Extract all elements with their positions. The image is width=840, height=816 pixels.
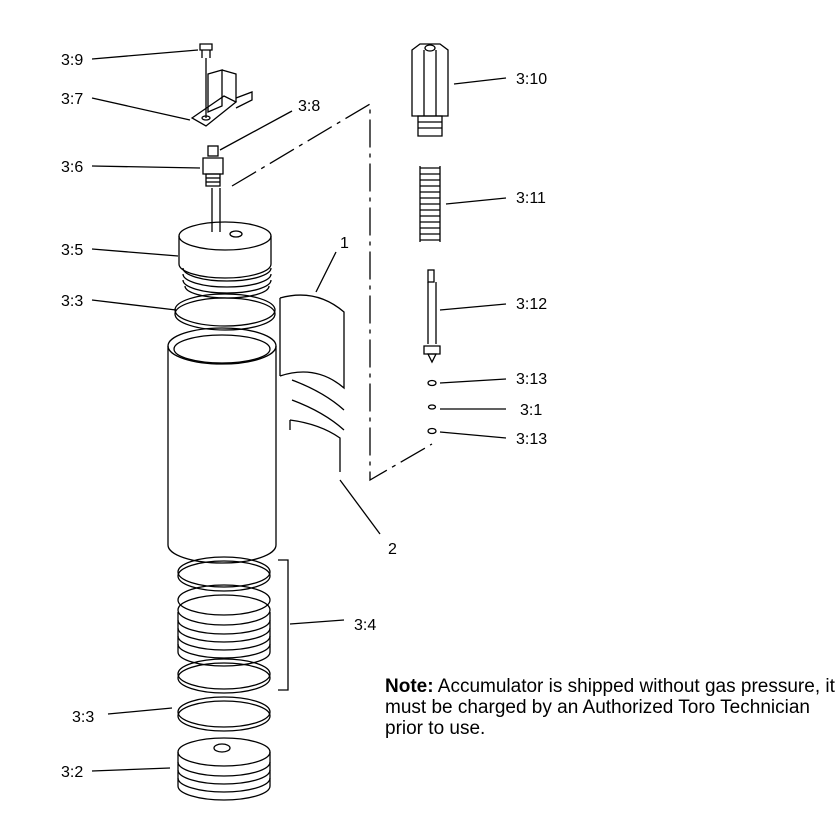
label-3-9: 3:9 [61,52,83,69]
label-1: 1 [340,235,349,252]
part-valve-3-6 [202,145,224,187]
label-3-3-bottom: 3:3 [72,709,94,726]
label-3-1: 3:1 [520,402,542,419]
part-base-3-2 [177,737,271,801]
label-3-10: 3:10 [516,71,547,88]
assembly-line [231,102,433,482]
part-sleeve-1 [279,294,345,431]
part-washer-3-13-a [427,379,437,387]
label-3-3-top: 3:3 [61,293,83,310]
shipping-note: Note: Accumulator is shipped without gas… [385,676,835,739]
label-3-8: 3:8 [298,98,320,115]
label-3-6: 3:6 [61,159,83,176]
part-seal-3-1 [427,404,437,410]
note-text: Accumulator is shipped without gas press… [385,676,835,739]
label-3-13-b: 3:13 [516,431,547,448]
leader-lines [91,49,507,772]
part-cap-3-5 [178,221,272,299]
label-3-5: 3:5 [61,242,83,259]
note-heading: Note: [385,676,434,697]
part-pin-3-12 [423,269,441,364]
part-screw-3-9 [199,43,213,118]
part-sleeve-2 [289,419,341,472]
part-oring-3-3-bottom [177,696,271,732]
part-spring-3-11 [419,166,441,242]
label-3-11: 3:11 [516,190,546,207]
label-3-12: 3:12 [516,296,547,313]
label-3-13-a: 3:13 [516,371,547,388]
label-3-4: 3:4 [354,617,376,634]
label-3-2: 3:2 [61,764,83,781]
label-3-7: 3:7 [61,91,83,108]
part-bracket-3-7 [190,69,253,127]
part-cylinder [167,327,277,564]
part-seal-stack-3-4 [177,556,271,694]
part-oring-3-3-top [174,293,276,331]
part-washer-3-13-b [427,427,437,435]
bracket-3-4 [278,559,289,691]
part-fitting-3-10 [411,43,449,137]
label-2: 2 [388,541,397,558]
